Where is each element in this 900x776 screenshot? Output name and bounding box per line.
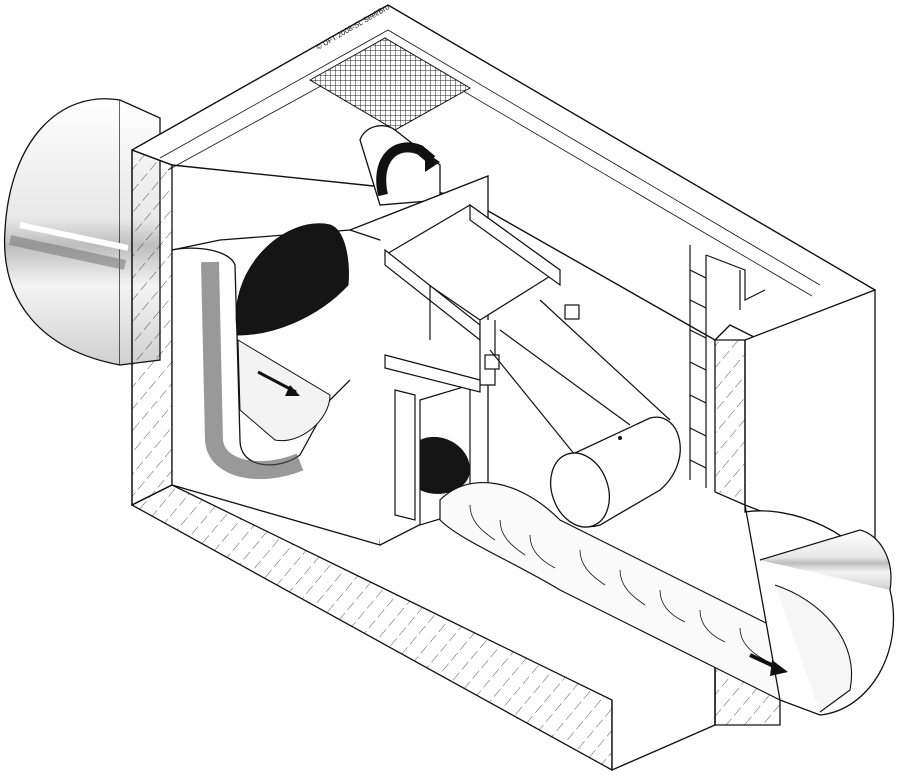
- chamber-walls: [130, 4, 876, 772]
- top-grating: [308, 37, 472, 131]
- outlet-flow-arrow: [770, 660, 788, 676]
- access-ladder: [689, 245, 766, 488]
- inlet-flow-arrow: [285, 385, 300, 396]
- gate-actuator-frame: [383, 203, 580, 393]
- sluice-gate: [394, 384, 471, 526]
- overflow-channel: [359, 125, 441, 206]
- overflow-arrow: [425, 152, 440, 172]
- float-cylinder: [489, 299, 681, 528]
- outlet-pipe: [744, 504, 895, 716]
